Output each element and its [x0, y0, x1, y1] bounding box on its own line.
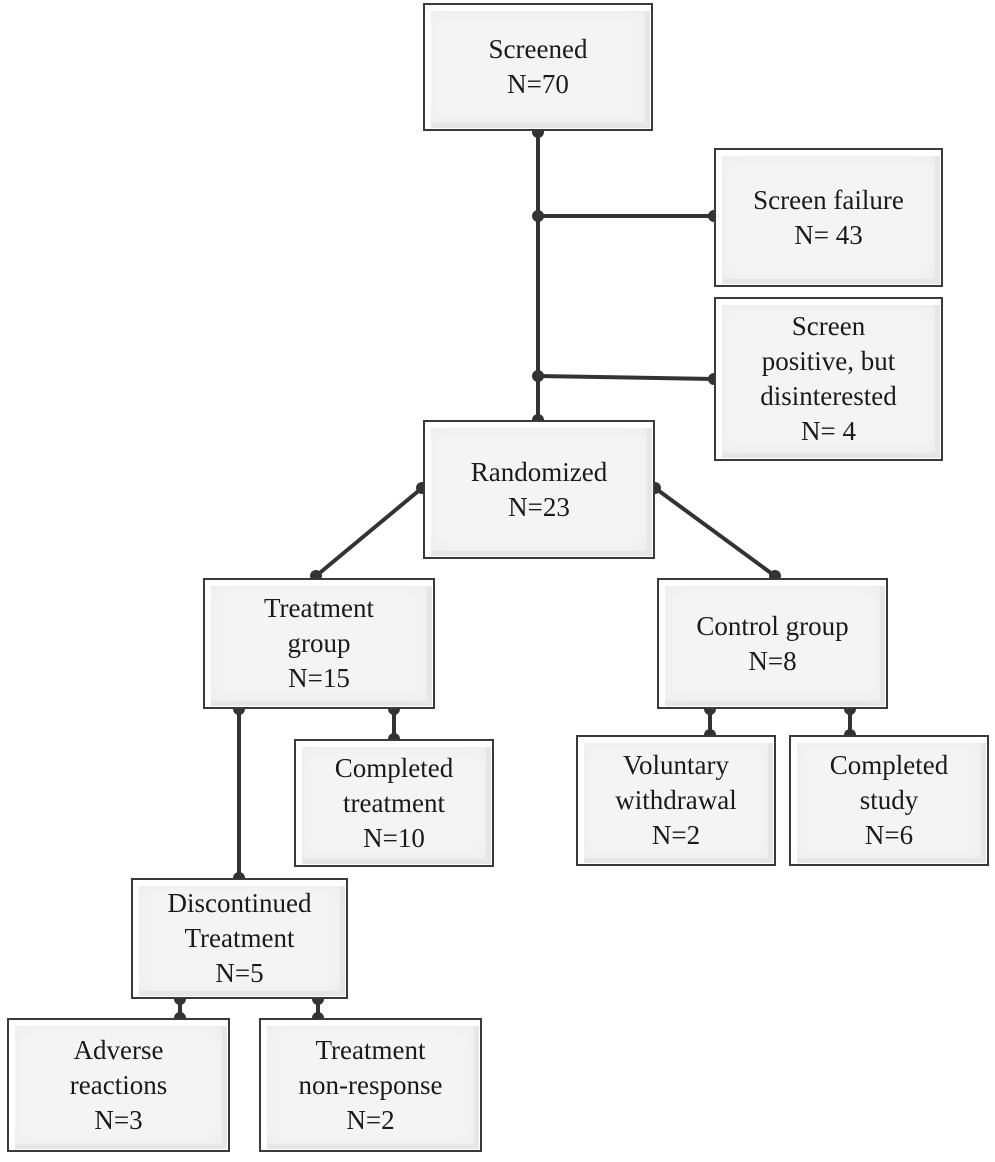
box-label-line: Screened [488, 34, 588, 64]
box-label-line: Treatment [184, 923, 295, 953]
box-label-line: Completed [829, 750, 949, 780]
treatment-group-box: Treatment group N=15 [203, 578, 435, 709]
treatment-non-response-box: Treatment non-response N=2 [259, 1018, 482, 1152]
completed-study-box: Completed study N=6 [789, 735, 989, 866]
connector-dot [532, 370, 544, 382]
connector-randomized-treatment [314, 486, 424, 578]
completed-treatment-box: Completed treatment N=10 [294, 739, 494, 867]
box-label-line: Screen failure [753, 184, 904, 215]
box-label-line: group [287, 628, 351, 658]
box-label-line: Treatment [264, 593, 374, 623]
connector-screen-positive [536, 374, 716, 381]
box-label-line: Voluntary [623, 750, 729, 780]
voluntary-withdrawal-box: Voluntary withdrawal N=2 [576, 735, 776, 866]
control-group-box: Control group N=8 [657, 578, 888, 709]
box-label-line: withdrawal [615, 785, 737, 815]
box-label-line: non-response [298, 1069, 443, 1100]
box-count: N=2 [651, 820, 701, 850]
box-label-line: positive, but [761, 346, 896, 376]
box-count: N=2 [346, 1104, 395, 1135]
box-label-line: Discontinued [167, 888, 312, 918]
box-label-line: disinterested [760, 381, 897, 411]
screen-failure-box: Screen failure N= 43 [714, 148, 943, 287]
box-count: N=8 [748, 645, 797, 676]
box-count: N= 4 [801, 416, 856, 446]
randomized-box: Randomized N=23 [423, 420, 655, 559]
connector-randomized-control [653, 486, 777, 578]
box-label-line: treatment [343, 787, 445, 818]
connector-dot [532, 210, 544, 222]
box-count: N=3 [94, 1104, 143, 1135]
box-label-line: Screen [791, 311, 866, 341]
discontinued-treatment-box: Discontinued Treatment N=5 [131, 878, 348, 999]
box-label-line: Completed [334, 752, 454, 783]
screened-box: Screened N=70 [423, 3, 653, 131]
box-label-line: Treatment [315, 1034, 426, 1065]
box-label-line: Adverse [73, 1034, 164, 1065]
box-label-line: study [859, 785, 919, 815]
box-count: N=10 [363, 822, 425, 853]
screen-positive-disinterested-box: Screen positive, but disinterested N= 4 [714, 297, 943, 461]
box-count: N=70 [507, 69, 569, 99]
box-label-line: Control group [696, 610, 849, 641]
box-label-line: Randomized [470, 456, 608, 487]
adverse-reactions-box: Adverse reactions N=3 [7, 1018, 230, 1152]
box-count: N=5 [215, 958, 264, 988]
box-count: N=6 [864, 820, 914, 850]
box-count: N=23 [508, 491, 570, 522]
box-count: N= 43 [794, 219, 863, 250]
box-count: N=15 [288, 663, 350, 693]
box-label-line: reactions [69, 1069, 168, 1100]
